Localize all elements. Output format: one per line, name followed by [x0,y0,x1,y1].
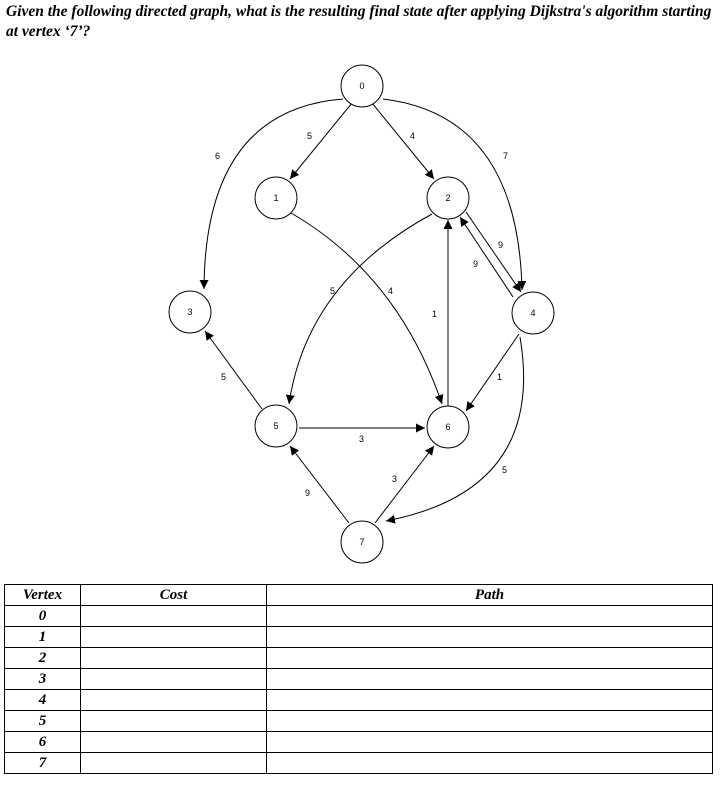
vertex-cell: 5 [4,710,81,732]
weight-0-3: 6 [215,151,220,161]
weight-0-1: 5 [307,131,312,141]
edge-7-6 [374,445,435,524]
node-4: 4 [511,291,555,335]
node-3: 3 [168,290,212,334]
header-vertex: Vertex [4,584,81,606]
edge-5-3 [204,330,263,410]
node-1-label: 1 [273,193,278,203]
table-row: 3 [4,668,713,690]
table-row: 2 [4,647,713,669]
cost-cell[interactable] [80,752,267,774]
path-cell[interactable] [266,689,713,711]
cost-cell[interactable] [80,605,267,627]
weight-5-3: 5 [221,372,226,382]
node-1: 1 [254,176,298,220]
edge-0-1 [289,102,353,180]
question-text: Given the following directed graph, what… [6,3,712,40]
vertex-cell: 1 [4,626,81,648]
node-5: 5 [254,404,298,448]
header-cost: Cost [80,584,267,606]
weight-1-6: 4 [388,286,393,296]
header-path: Path [266,584,713,606]
vertex-cell: 2 [4,647,81,669]
vertex-cell: 3 [4,668,81,690]
weight-4-2: 9 [473,259,478,269]
path-cell[interactable] [266,668,713,690]
edge-4-6 [465,333,520,412]
edge-2-5 [285,213,433,405]
weight-6-2: 1 [432,309,437,319]
table-row: 4 [4,689,713,711]
edge-0-2 [371,102,435,180]
directed-graph: 5 4 6 7 4 5 9 9 1 5 1 5 3 9 3 0 1 2 3 4 … [168,64,555,564]
vertex-cell: 0 [4,605,81,627]
weight-4-7: 5 [502,465,507,475]
table-row: 6 [4,731,713,753]
edge-0-3 [199,98,344,290]
node-5-label: 5 [273,421,278,431]
vertex-cell: 6 [4,731,81,753]
table-row: 7 [4,752,713,774]
node-6: 6 [426,405,470,449]
edge-4-2 [459,216,514,298]
weight-7-5: 9 [305,488,310,498]
table-header-row: Vertex Cost Path [4,584,713,606]
node-3-label: 3 [187,307,192,317]
weight-0-2: 4 [410,131,415,141]
edge-0-4 [382,98,527,291]
path-cell[interactable] [266,731,713,753]
node-2: 2 [426,176,470,220]
weight-0-4: 7 [503,151,508,161]
edge-2-4 [465,211,522,293]
path-cell[interactable] [266,647,713,669]
cost-cell[interactable] [80,710,267,732]
node-4-label: 4 [530,308,535,318]
weight-2-4: 9 [498,240,503,250]
vertex-cell: 4 [4,689,81,711]
cost-cell[interactable] [80,647,267,669]
cost-cell[interactable] [80,689,267,711]
cost-cell[interactable] [80,626,267,648]
edge-4-7 [385,336,525,524]
node-0: 0 [340,64,384,108]
path-cell[interactable] [266,626,713,648]
weight-5-6: 3 [359,434,364,444]
path-cell[interactable] [266,710,713,732]
edge-1-6 [290,212,444,405]
table-row: 5 [4,710,713,732]
path-cell[interactable] [266,605,713,627]
weight-7-6: 3 [392,474,397,484]
weight-4-6: 1 [497,372,502,382]
vertex-cell: 7 [4,752,81,774]
result-table: Vertex Cost Path 0 1 2 3 4 [4,584,713,774]
node-7-label: 7 [359,537,364,547]
path-cell[interactable] [266,752,713,774]
table-row: 0 [4,605,713,627]
cost-cell[interactable] [80,731,267,753]
node-6-label: 6 [445,422,450,432]
cost-cell[interactable] [80,668,267,690]
node-0-label: 0 [359,81,364,91]
edge-7-5 [289,445,350,524]
node-7: 7 [340,520,384,564]
node-2-label: 2 [445,193,450,203]
weight-2-5: 5 [330,286,335,296]
table-row: 1 [4,626,713,648]
